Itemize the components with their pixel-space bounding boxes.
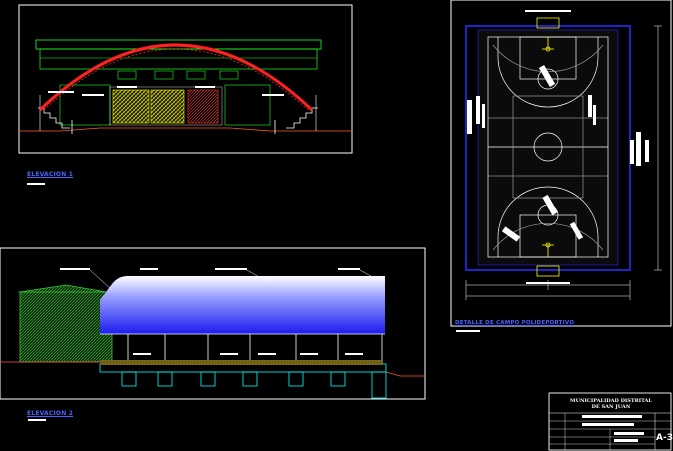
annotation-tags	[60, 268, 363, 355]
elevation-2-frame	[0, 247, 426, 400]
annotation-tags	[48, 86, 284, 96]
window	[154, 70, 174, 80]
goal-top	[536, 17, 560, 29]
elevation-2-label: ELEVACION 2	[27, 410, 74, 417]
hatched-door-red	[187, 89, 219, 124]
hatched-door	[112, 89, 150, 124]
court-apron	[477, 29, 619, 266]
elevation-2-drawing	[0, 247, 426, 400]
hoop-marks	[542, 37, 554, 257]
window	[117, 70, 137, 80]
hatched-door	[150, 89, 185, 124]
window	[186, 70, 206, 80]
court-detail-frame	[450, 0, 672, 327]
leader-lines	[89, 269, 379, 291]
roof-arch	[38, 43, 314, 112]
elevation-1-drawing	[18, 4, 353, 154]
sheet-number: A-3	[656, 433, 673, 443]
title-block-line-2: DE SAN JUAN	[591, 404, 631, 410]
dimension-lines	[465, 25, 662, 300]
lower-wall-right	[224, 84, 271, 126]
roof-arch-inner	[43, 48, 309, 111]
door-frame	[109, 86, 223, 126]
title-block	[548, 392, 672, 451]
court-detail-label: DETALLE DE CAMPO POLIDEPORTIVO	[455, 320, 575, 326]
elevation-1-frame	[18, 4, 353, 154]
ground-line	[19, 127, 352, 132]
annotation-tags	[467, 10, 649, 284]
ground-line	[0, 361, 425, 377]
gradient-roof	[100, 276, 385, 334]
stair-left	[38, 107, 70, 129]
goal-bottom	[536, 265, 560, 277]
floor-slab	[100, 360, 382, 365]
side-building	[19, 284, 113, 363]
court-detail-drawing	[450, 0, 672, 327]
columns	[127, 334, 383, 364]
title-block-line-1: MUNICIPALIDAD DISTRITAL	[570, 398, 652, 404]
window	[219, 70, 239, 80]
stair-right	[286, 107, 318, 129]
scale-bars	[27, 183, 480, 421]
elevation-1-label: ELEVACION 1	[27, 171, 74, 178]
upper-wall	[39, 48, 318, 70]
foundations	[99, 363, 387, 399]
